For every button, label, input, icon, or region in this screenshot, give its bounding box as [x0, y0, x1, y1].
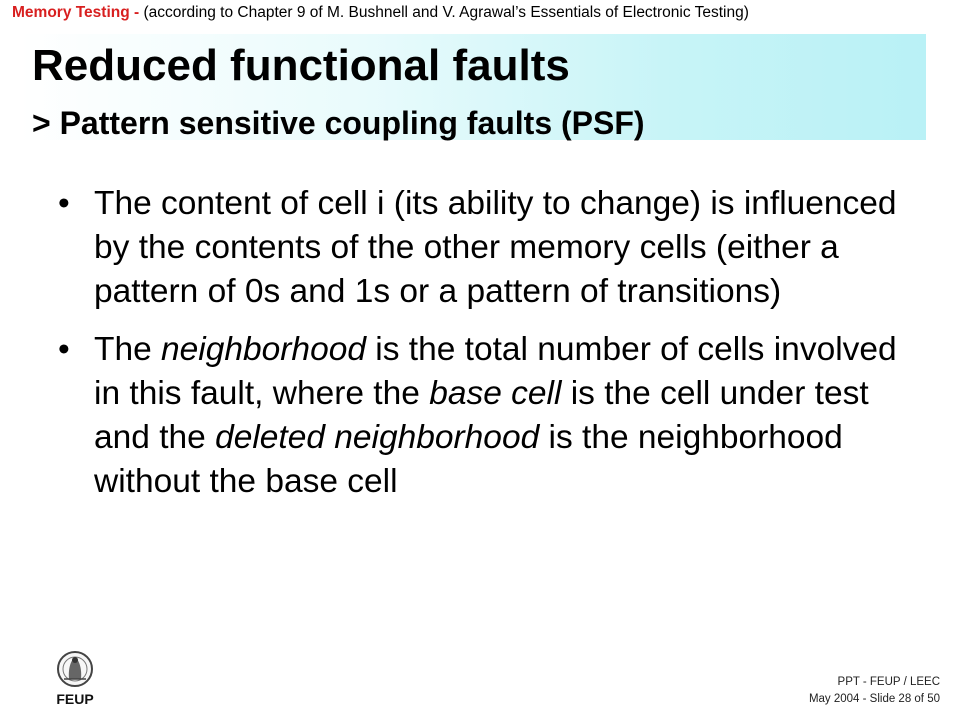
bullet-text-segment: is the neighborhood without the base cel… — [94, 419, 843, 500]
feup-logo: FEUP — [38, 648, 112, 710]
bullet-text-segment: is the cell under test and the — [94, 375, 869, 456]
bullet-text-segment: is the total number of cells involved in… — [94, 331, 897, 412]
term-base-cell: base cell — [429, 375, 562, 412]
title-band — [20, 34, 926, 140]
caption-lead: Memory Testing - — [12, 4, 144, 21]
caption-text: (according to Chapter 9 of M. Bushnell a… — [143, 4, 749, 21]
footer-source: PPT - FEUP / LEEC — [837, 676, 940, 688]
bullet-item: • The content of cell i (its ability to … — [58, 182, 928, 314]
top-caption: Memory Testing - (according to Chapter 9… — [12, 3, 942, 23]
bullet-text-segment: The content of cell i (its ability to ch… — [94, 185, 897, 310]
feup-seal-icon: FEUP — [56, 651, 94, 707]
bullet-text: The content of cell i (its ability to ch… — [94, 185, 897, 310]
logo-label: FEUP — [56, 691, 93, 707]
slide-title: Reduced functional faults — [32, 41, 570, 90]
bullet-item: • The neighborhood is the total number o… — [58, 328, 928, 504]
footer-slide-number: May 2004 - Slide 28 of 50 — [808, 693, 940, 705]
bullet-text: The neighborhood is the total number of … — [94, 331, 897, 500]
term-neighborhood: neighborhood — [161, 331, 366, 368]
bullet-list: • The content of cell i (its ability to … — [58, 182, 928, 518]
bullet-mark: • — [58, 331, 70, 368]
bullet-text-segment: The — [94, 331, 162, 368]
slide-footer: PPT - FEUP / LEEC May 2004 - Slide 28 of… — [680, 674, 940, 708]
term-deleted-neighborhood: deleted neighborhood — [215, 419, 540, 456]
slide-subtitle: > Pattern sensitive coupling faults (PSF… — [32, 105, 645, 141]
bullet-mark: • — [58, 185, 70, 222]
